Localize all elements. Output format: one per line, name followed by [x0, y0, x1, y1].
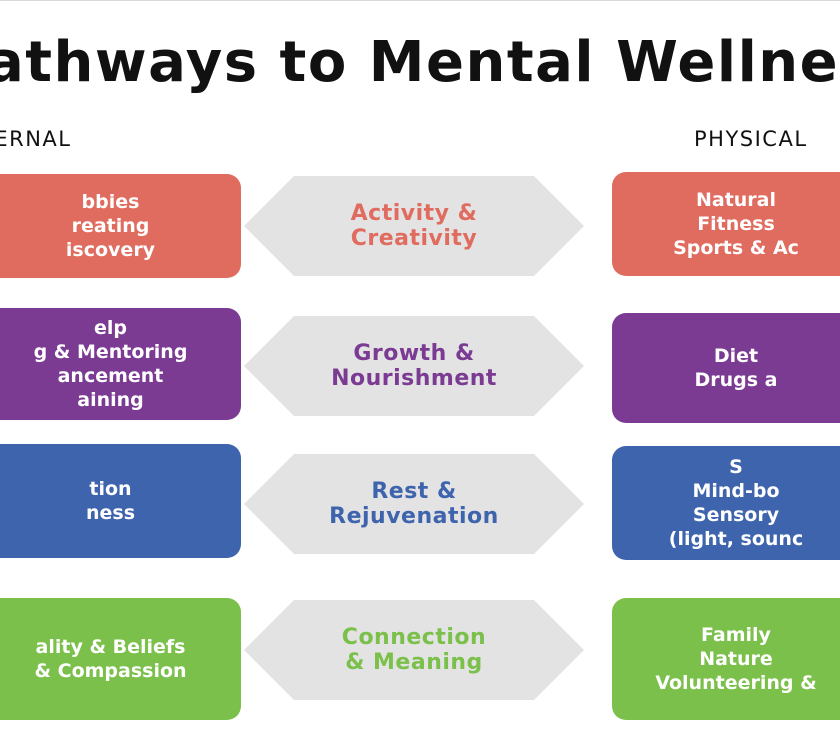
top-border — [0, 0, 840, 1]
box-line: reating — [71, 215, 150, 237]
diagram-title: athways to Mental Wellnes — [0, 30, 840, 95]
physical-box-connection: Family Nature Volunteering & — [612, 598, 840, 720]
internal-box-rest: tion ness — [0, 444, 241, 558]
box-line: (light, sounc — [668, 528, 804, 550]
pathway-label: Rest & Rejuvenation — [244, 454, 584, 554]
box-line: bbies — [81, 191, 140, 213]
box-line: Nature — [699, 648, 773, 670]
internal-box-growth: elp g & Mentoring ancement aining — [0, 308, 241, 420]
box-line: Sports & Ac — [673, 237, 799, 259]
pathway-hexagon-activity: Activity & Creativity — [244, 176, 584, 276]
pathway-label-line: Rest & — [371, 479, 457, 504]
box-line: Drugs a — [694, 369, 778, 391]
box-line: ality & Beliefs — [35, 636, 186, 658]
box-line: Natural — [695, 189, 777, 211]
box-line: g & Mentoring — [33, 341, 188, 363]
box-line: Fitness — [697, 213, 775, 235]
internal-box-connection: ality & Beliefs & Compassion — [0, 598, 241, 720]
pathway-label-line: Activity & — [350, 201, 478, 226]
box-line: iscovery — [65, 239, 156, 261]
pathway-label-line: & Meaning — [345, 650, 483, 675]
hexagon-shape — [244, 600, 584, 700]
pathway-label-line: Rejuvenation — [329, 504, 499, 529]
internal-box-activity: bbies reating iscovery — [0, 174, 241, 278]
box-line: ness — [85, 502, 136, 524]
box-line: Family — [701, 624, 771, 646]
pathway-label-line: Creativity — [350, 226, 478, 251]
pathway-hexagon-growth: Growth & Nourishment — [244, 316, 584, 416]
physical-box-activity: Natural Fitness Sports & Ac — [612, 172, 840, 276]
column-header-physical: PHYSICAL — [694, 127, 808, 151]
pathway-label-line: Connection — [341, 625, 487, 650]
box-line: S — [729, 456, 743, 478]
box-line: tion — [89, 478, 132, 500]
pathway-hexagon-connection: Connection & Meaning — [244, 600, 584, 700]
physical-box-growth: Diet Drugs a — [612, 313, 840, 423]
pathway-label: Growth & Nourishment — [244, 316, 584, 416]
box-line: & Compassion — [34, 660, 187, 682]
physical-box-rest: S Mind-bo Sensory (light, sounc — [612, 446, 840, 560]
pathway-label-line: Nourishment — [331, 366, 497, 391]
box-line: Sensory — [692, 504, 780, 526]
box-line: elp — [94, 317, 127, 339]
pathway-hexagon-rest: Rest & Rejuvenation — [244, 454, 584, 554]
pathway-label: Connection & Meaning — [244, 600, 584, 700]
hexagon-shape — [244, 176, 584, 276]
pathway-label: Activity & Creativity — [244, 176, 584, 276]
box-line: aining — [77, 389, 144, 411]
hexagon-shape — [244, 454, 584, 554]
box-line: Volunteering & — [655, 672, 817, 694]
box-line: Mind-bo — [692, 480, 780, 502]
box-line: Diet — [713, 345, 759, 367]
box-line: ancement — [57, 365, 164, 387]
column-header-internal: TERNAL — [0, 127, 72, 151]
pathway-label-line: Growth & — [353, 341, 475, 366]
hexagon-shape — [244, 316, 584, 416]
